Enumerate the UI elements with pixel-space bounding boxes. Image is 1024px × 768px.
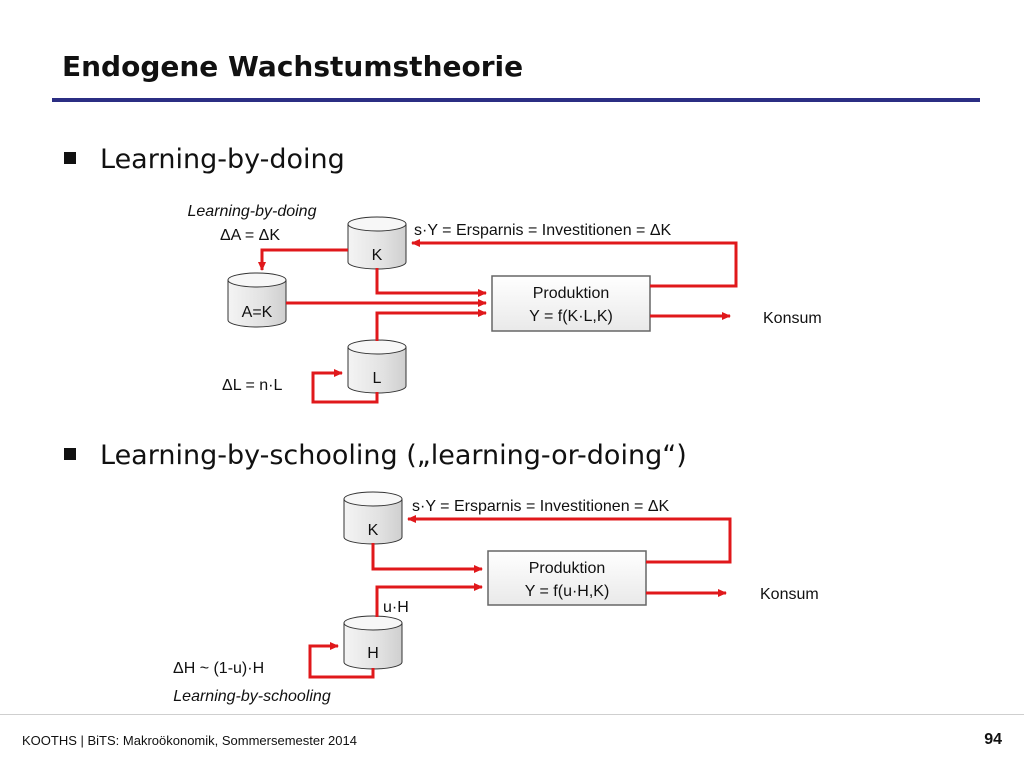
a-label: A=K	[242, 304, 273, 321]
production-box-1: Produktion Y = f(K·L,K)	[491, 275, 651, 332]
arrow-l-to-production	[375, 309, 487, 341]
slide-title: Endogene Wachstumstheorie	[62, 50, 524, 83]
diagram-learning-by-doing: K A=K L Produktion Y = f(K·L,K)	[188, 203, 822, 404]
cylinder-h: H	[343, 615, 403, 670]
title-rule	[52, 98, 980, 102]
savings-formula-2: s·Y = Ersparnis = Investitionen = ΔK	[412, 498, 670, 515]
bullet-square-icon	[64, 448, 76, 460]
lbs-label: Learning-by-schooling	[173, 688, 331, 705]
production-title: Produktion	[533, 285, 610, 302]
h-label: H	[367, 645, 379, 662]
konsum-label-2: Konsum	[760, 586, 819, 603]
uh-label: u·H	[383, 599, 409, 616]
bullet-learning-by-schooling: Learning-by-schooling („learning-or-doin…	[64, 440, 687, 471]
cylinder-a: A=K	[227, 272, 287, 328]
arrow-l-growth-loop	[311, 369, 379, 404]
lbd-label: Learning-by-doing	[188, 203, 317, 220]
savings-formula-1: s·Y = Ersparnis = Investitionen = ΔK	[414, 222, 672, 239]
cylinder-l: L	[347, 339, 407, 394]
production-box-2: Produktion Y = f(u·H,K)	[487, 550, 647, 606]
k-label-2: K	[368, 522, 379, 539]
arrow-h-growth-loop	[308, 642, 375, 679]
arrow-savings-to-k	[411, 239, 738, 288]
dh-formula: ΔH ~ (1-u)·H	[173, 660, 264, 677]
arrows-1	[258, 239, 738, 404]
bullet-learning-by-doing: Learning-by-doing	[64, 144, 345, 175]
cylinder-k: K	[347, 216, 407, 270]
bullet-text: Learning-by-schooling („learning-or-doin…	[100, 440, 687, 471]
lbd-formula: ΔA = ΔK	[220, 227, 280, 244]
konsum-label-1: Konsum	[763, 310, 822, 327]
bullet-text: Learning-by-doing	[100, 144, 345, 175]
dl-formula: ΔL = n·L	[222, 377, 282, 394]
diagram-learning-by-schooling: K H Produktion Y = f(u·H,K) s	[173, 491, 819, 705]
production-formula-2: Y = f(u·H,K)	[525, 583, 610, 600]
cylinder-k-2: K	[343, 491, 403, 545]
arrow-k-to-production	[375, 268, 487, 297]
footer-text: KOOTHS | BiTS: Makroökonomik, Sommerseme…	[22, 733, 357, 748]
bullet-square-icon	[64, 152, 76, 164]
footer-rule	[0, 714, 1024, 715]
arrow-k-to-a	[258, 248, 348, 271]
k-label: K	[372, 247, 383, 264]
arrow-k-to-production-2	[371, 543, 483, 573]
arrows-2	[308, 515, 732, 679]
arrow-savings-to-k-2	[407, 515, 732, 564]
l-label: L	[373, 370, 382, 387]
page-number: 94	[984, 731, 1002, 748]
arrow-h-to-production	[375, 583, 483, 617]
production-formula: Y = f(K·L,K)	[529, 308, 613, 325]
production-title-2: Produktion	[529, 560, 606, 577]
